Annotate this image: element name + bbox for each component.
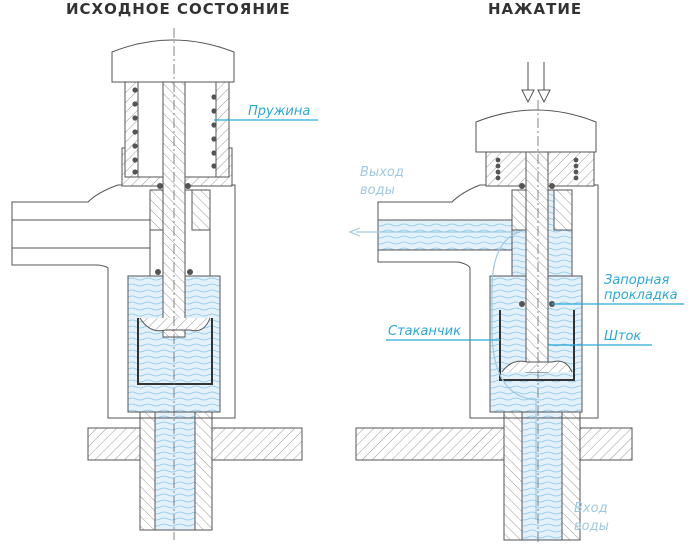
label-seal-2: прокладка xyxy=(604,288,678,303)
bushing-right-r xyxy=(553,189,573,231)
inlet-channel-left xyxy=(154,409,196,531)
seal-left-d xyxy=(185,183,191,189)
body-left xyxy=(11,184,236,419)
outlet-channel-right xyxy=(377,219,519,251)
label-cup: Стаканчик xyxy=(388,324,461,339)
spring-coils-left xyxy=(132,87,217,175)
valve-pressing xyxy=(348,62,633,545)
seal-left-b xyxy=(187,269,193,275)
piston-right xyxy=(501,360,573,373)
outlet-channel-left xyxy=(11,219,153,249)
seal-right-c xyxy=(519,183,525,189)
seal-left-c xyxy=(157,183,163,189)
spring-coils-right xyxy=(495,157,579,181)
flow-arrow xyxy=(348,227,361,237)
label-stem: Шток xyxy=(604,329,641,344)
valve-initial-state xyxy=(11,28,303,540)
seal-right-d xyxy=(549,183,555,189)
label-water-in-1: Вход xyxy=(574,501,608,516)
label-water-out-2: воды xyxy=(360,183,395,198)
title-pressing: НАЖАТИЕ xyxy=(488,0,582,18)
label-water-out-1: Выход xyxy=(360,165,404,180)
floor-slab-right xyxy=(355,427,633,461)
piston-left xyxy=(139,317,211,332)
button-cap-left xyxy=(111,39,235,83)
press-arrows xyxy=(521,62,551,104)
label-seal-1: Запорная xyxy=(604,273,669,288)
button-cap-right xyxy=(475,109,597,153)
title-initial-state: ИСХОДНОЕ СОСТОЯНИЕ xyxy=(66,0,291,18)
label-spring: Пружина xyxy=(248,104,310,119)
inlet-channel-right xyxy=(521,409,563,541)
seal-left-a xyxy=(155,269,161,275)
label-water-in-2: воды xyxy=(574,519,609,534)
bushing-left-r xyxy=(191,189,211,231)
body-right xyxy=(377,184,599,419)
stem-right xyxy=(525,151,549,373)
seal-right-a xyxy=(519,301,525,307)
flow-path xyxy=(356,231,537,520)
cup-left xyxy=(137,318,213,385)
